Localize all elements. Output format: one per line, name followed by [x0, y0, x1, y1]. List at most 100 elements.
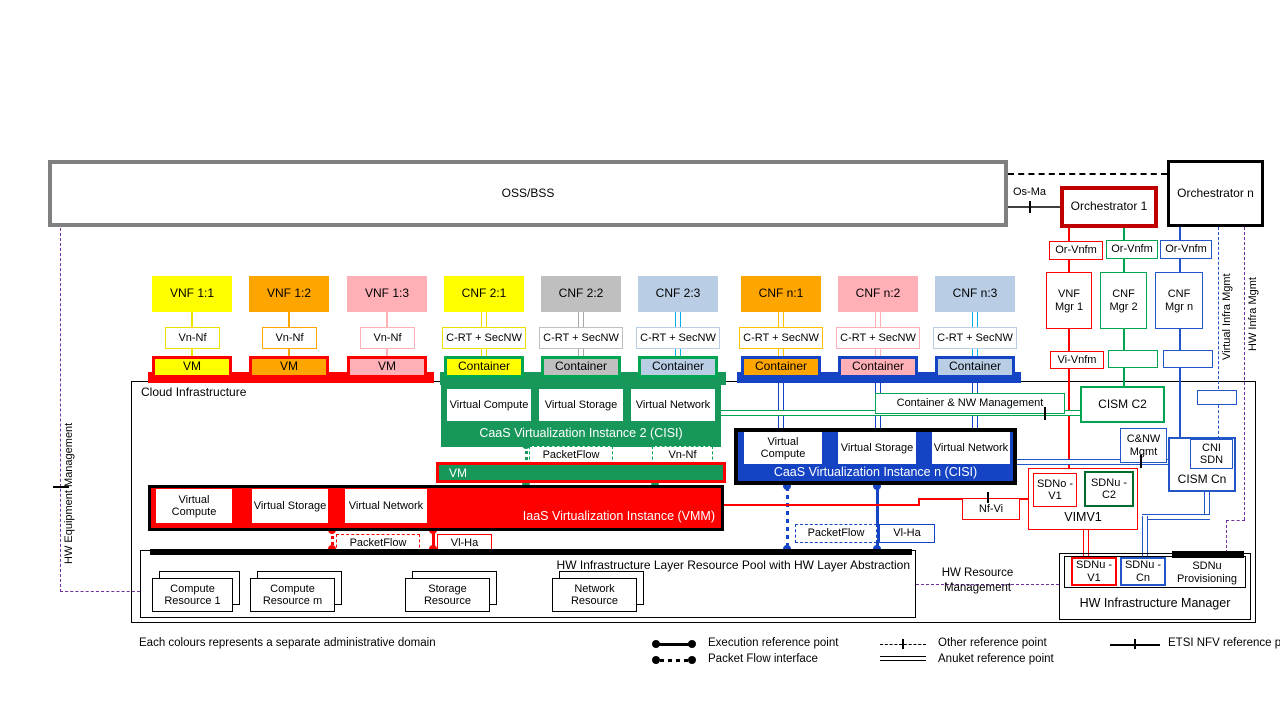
crt-label: C-RT + SecNW	[446, 331, 522, 344]
cnf-mgr-2-box: CNF Mgr 2	[1100, 272, 1147, 329]
caasn-virtual-storage: Virtual Storage	[838, 432, 916, 464]
cnf-n-1-box: CNF n:1	[741, 276, 821, 312]
crt-2-2-box: C-RT + SecNW	[539, 327, 623, 349]
legend-packet-dot-r	[688, 656, 696, 664]
sdnu-cn-label: SDNu -Cn	[1124, 559, 1162, 584]
sdnu-v1-box: SDNu -V1	[1071, 557, 1117, 586]
legend-etsi-tick	[1134, 639, 1136, 649]
vm-label: VM	[378, 359, 396, 374]
vm-2-box: VM	[249, 356, 329, 378]
caasn-vlha-line	[876, 487, 879, 549]
hw-resource-mgmt-line	[916, 584, 1059, 585]
crt-label: C-RT + SecNW	[640, 331, 716, 344]
vnnf-label: Vn-Nf	[178, 331, 207, 344]
cnw-mgmt-box: C&NW Mgmt	[1120, 428, 1167, 463]
cloud-infrastructure-label: Cloud Infrastructure	[141, 385, 247, 399]
resource-label: Compute Resource m	[262, 582, 323, 607]
cnf-2-2-label: CNF 2:2	[558, 286, 604, 301]
sdnu-c2-box: SDNu -C2	[1084, 471, 1134, 507]
cnf-n-3-box: CNF n:3	[935, 276, 1015, 312]
oss-bss-box: OSS/BSS	[48, 160, 1008, 227]
virtual-infra-mgmt-line	[1218, 227, 1219, 389]
iaas-packetflow-line	[331, 530, 334, 550]
or-vnfm-1-label: Or-Vnfm	[1055, 244, 1097, 257]
sdnu-cn-box: SDNu -Cn	[1120, 557, 1166, 586]
vi-cism2-box	[1108, 350, 1158, 368]
vm-label: VM	[280, 359, 298, 374]
container-2-1-box: Container	[444, 356, 524, 378]
container-n-1-box: Container	[741, 356, 821, 378]
cismcn-sdnu-line-a	[1204, 492, 1210, 519]
vm-1-box: VM	[152, 356, 232, 378]
caas2-anuket-etsi-tick	[1044, 407, 1046, 420]
cnf-mgr-n-box: CNF Mgr n	[1155, 272, 1203, 329]
legend-exec-label: Execution reference point	[708, 637, 839, 649]
hw-pool-label: HW Infrastructure Layer Resource Pool wi…	[556, 558, 910, 572]
cnf-n-1-label: CNF n:1	[758, 286, 804, 301]
os-ma-etsi-tick	[1029, 201, 1031, 213]
virtual-infra-mgmt-line2	[1218, 405, 1219, 439]
vi-vnfm-box: Vi-Vnfm	[1050, 351, 1104, 369]
cnw-mgmt-label: C&NW Mgmt	[1126, 433, 1161, 458]
cismcn-sdnu-line-c	[1142, 516, 1148, 557]
iaas-virtual-storage: Virtual Storage	[252, 489, 328, 523]
cni-sdn-label: CNI SDN	[1199, 441, 1224, 466]
or-vnfm-2-box: Or-Vnfm	[1106, 240, 1158, 259]
cell-label: Virtual Compute	[760, 435, 806, 460]
dot	[783, 482, 791, 490]
crt-label: C-RT + SecNW	[743, 331, 819, 344]
orchestrator-n-label: Orchestrator n	[1177, 185, 1254, 200]
legend-etsi-label: ETSI NFV reference point	[1168, 637, 1280, 649]
caasn-packetflow-label: PacketFlow	[795, 524, 877, 543]
container-2-3-box: Container	[638, 356, 718, 378]
container-label: Container	[754, 359, 808, 374]
virtual-infra-mgmt-label: Virtual Infra Mgmt	[1221, 273, 1233, 361]
cell-label: Virtual Network	[933, 441, 1009, 454]
vimv1-label: VIMV1	[1064, 510, 1102, 524]
or-vnfm-1-box: Or-Vnfm	[1049, 241, 1103, 260]
cnf-n-3-label: CNF n:3	[952, 286, 998, 301]
vlha-label: Vl-Ha	[450, 537, 479, 550]
caasn-stub1	[778, 383, 784, 428]
hw-infra-mgmt-line	[1244, 227, 1245, 520]
legend-exec-line	[658, 643, 692, 646]
vnf-1-2-box: VNF 1:2	[249, 276, 329, 312]
iaas-packetflow-label: PacketFlow	[336, 534, 420, 553]
caas2-virtual-storage: Virtual Storage	[539, 389, 623, 421]
nf-vi-line-b	[918, 499, 920, 505]
vnf-1-1-label: VNF 1:1	[169, 286, 214, 301]
vnf-mgr-1-box: VNF Mgr 1	[1046, 272, 1092, 329]
cell-label: Virtual Compute	[171, 493, 217, 518]
cell-label: Virtual Network	[348, 499, 424, 512]
iaas-virtual-compute: Virtual Compute	[156, 489, 232, 523]
iaas-box	[148, 485, 724, 531]
cnf-2-1-label: CNF 2:1	[461, 286, 507, 301]
iaas-vlha-label: Vl-Ha	[437, 534, 492, 553]
vnf-1-1-box: VNF 1:1	[152, 276, 232, 312]
caasn-packetflow-line	[786, 487, 789, 549]
hw-equip-mgmt-line-h	[60, 591, 140, 592]
caasn-virtual-network: Virtual Network	[932, 432, 1010, 464]
legend-exec-dot-l	[652, 640, 660, 648]
caasn-virtual-compute: Virtual Compute	[744, 432, 822, 464]
crt-label: C-RT + SecNW	[937, 331, 1013, 344]
vnnf-label: Vn-Nf	[275, 331, 304, 344]
container-2-2-box: Container	[541, 356, 621, 378]
legend-packet-dot-l	[652, 656, 660, 664]
hw-equip-mgmt-line-v	[60, 228, 61, 592]
or-vnfm-2-label: Or-Vnfm	[1111, 243, 1153, 256]
vnf-1-3-box: VNF 1:3	[347, 276, 427, 312]
os-ma-line	[1008, 206, 1060, 208]
vnnf-1-2-box: Vn-Nf	[262, 327, 317, 349]
cism-cn-label: CISM Cn	[1177, 472, 1227, 486]
caasn-cism-anuket-line	[1017, 459, 1170, 465]
hw-infra-mgmt-line2	[1226, 520, 1245, 521]
cell-label: Virtual Storage	[544, 398, 618, 411]
oss-orchn-dashed-line	[1008, 173, 1167, 175]
orchn-cnfmn-line	[1179, 227, 1181, 437]
oss-bss-label: OSS/BSS	[501, 185, 555, 200]
vnnf-1-1-box: Vn-Nf	[165, 327, 220, 349]
cell-label: Virtual Storage	[253, 499, 327, 512]
nf-vi-box: Nf-Vi	[962, 498, 1020, 520]
